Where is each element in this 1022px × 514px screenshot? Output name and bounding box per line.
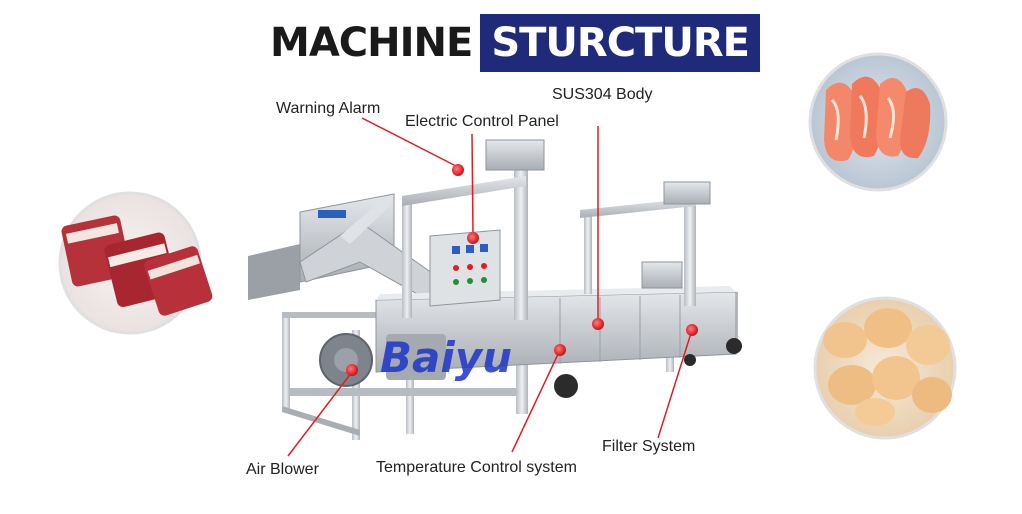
label-sus304-body: SUS304 Body	[552, 86, 653, 103]
title-word-structure: STURCTURE	[480, 14, 760, 72]
salmon-steaks-image	[808, 52, 948, 192]
frozen-dumplings-image	[813, 296, 957, 440]
beef-ribs-image	[58, 191, 213, 335]
pointer-lines	[287, 117, 693, 457]
label-air-blower: Air Blower	[246, 461, 319, 478]
title-word-machine: MACHINE	[270, 20, 473, 66]
label-filter-system: Filter System	[602, 438, 696, 455]
frying-machine	[248, 139, 742, 440]
pointer-dots	[346, 164, 698, 376]
label-temperature-control: Temperature Control system	[376, 459, 577, 476]
label-warning-alarm: Warning Alarm	[276, 100, 381, 117]
brand-watermark: Baiyu	[380, 333, 512, 382]
label-electric-control-panel: Electric Control Panel	[405, 113, 559, 130]
